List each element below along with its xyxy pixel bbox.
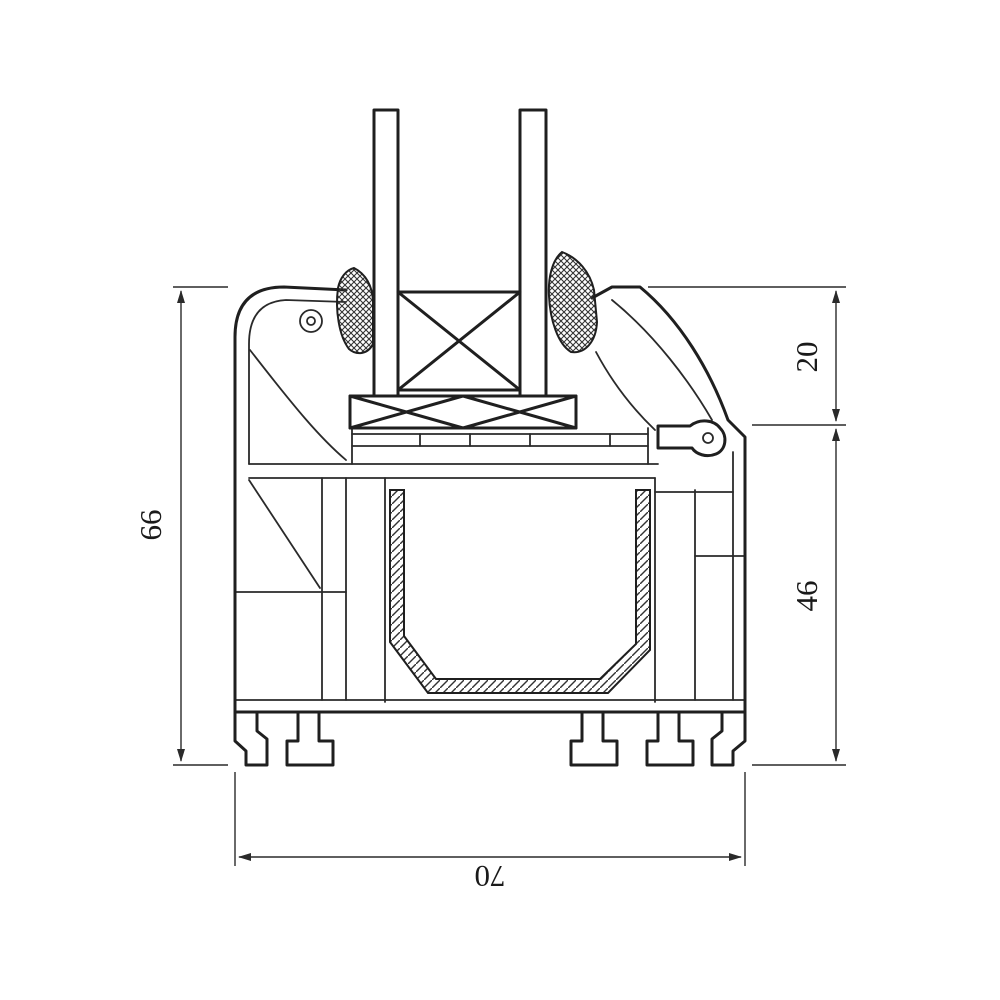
hook-gasket-body — [656, 419, 727, 458]
gasket-right — [547, 250, 599, 354]
dim-label-70: 70 — [475, 859, 506, 894]
spacer-cross — [396, 290, 522, 392]
dimension-right-20: 20 — [648, 286, 846, 426]
dim-label-20: 20 — [789, 342, 824, 373]
inner-wall-top-left — [248, 299, 347, 465]
rebate-hook — [656, 419, 727, 458]
glass-unit — [348, 108, 578, 430]
glazing-gaskets — [336, 250, 599, 355]
right-inner-slope — [611, 299, 713, 421]
gasket-hook-curl-left-inner — [306, 316, 316, 326]
glass-pane-left — [372, 108, 400, 398]
foot-left — [233, 710, 269, 767]
setting-block-cross — [348, 394, 578, 430]
frame-outline-right — [590, 285, 747, 714]
foot-t-1 — [285, 710, 335, 767]
hook-gasket-curl — [702, 432, 714, 444]
dimension-right-46: 46 — [752, 428, 846, 766]
u-channel-gasket — [389, 489, 651, 694]
foot-t-3 — [645, 710, 695, 767]
spacer-bar — [396, 290, 522, 392]
foot-t-2 — [569, 710, 619, 767]
frame-feet — [233, 710, 747, 767]
foot-right — [710, 710, 747, 767]
dimension-left-66: 66 — [133, 286, 228, 766]
dim-label-66: 66 — [133, 510, 168, 541]
gasket-left — [336, 266, 374, 355]
setting-block-body — [348, 394, 578, 430]
gasket-hook-curl-left — [299, 309, 323, 333]
frame-outline-left — [233, 285, 348, 714]
glass-pane-right — [518, 108, 548, 398]
setting-block — [348, 394, 578, 430]
left-inner-curve — [249, 349, 347, 461]
right-rebate-curve — [595, 351, 656, 431]
dim-label-46: 46 — [789, 581, 824, 612]
frame-internal-webs — [234, 299, 746, 703]
left-web-diagonal — [248, 479, 321, 589]
dimension-bottom-70: 70 — [234, 772, 746, 894]
